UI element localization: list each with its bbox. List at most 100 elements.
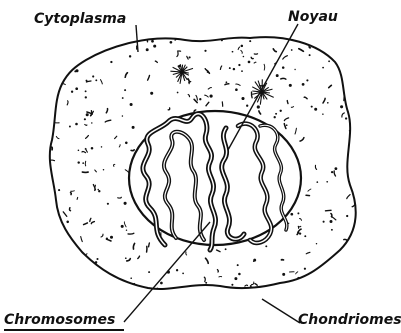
chondriome-granule — [339, 285, 341, 287]
chondriome-granule — [86, 148, 88, 152]
chondriome-granule — [334, 171, 335, 176]
chondriome-granule — [98, 190, 100, 192]
chondriome-granule — [315, 165, 316, 169]
chondriome-granule — [115, 136, 117, 138]
chondriome-granule — [236, 84, 240, 85]
chondriome-granule — [352, 34, 355, 37]
chondriome-granule — [124, 222, 126, 227]
chondriome-granule — [356, 277, 357, 282]
chondriome-granule — [314, 108, 317, 111]
chondriome-granule — [345, 117, 347, 119]
chondriome-granule — [238, 64, 240, 66]
chondriome-granule — [114, 164, 115, 166]
label-nucleus: Noyau — [288, 10, 338, 24]
chondriome-granule — [54, 228, 59, 230]
chondriome-granule — [170, 41, 173, 44]
chondriome-granule — [52, 231, 53, 234]
chondriome-granule — [101, 80, 103, 84]
chondriome-granule — [333, 34, 337, 36]
chondriome-granule — [344, 239, 348, 240]
chondriome-granule — [125, 142, 128, 145]
chondriome-granule — [289, 84, 292, 87]
chondriome-granule — [322, 113, 324, 115]
chondriome-granule — [347, 195, 350, 199]
chondriome-granule — [124, 89, 126, 91]
chondriome-granule — [153, 45, 156, 48]
chondriome-granule — [95, 272, 97, 274]
chondriome-granule — [306, 79, 308, 81]
chondriome-granule — [282, 273, 285, 276]
chondriome-granule — [86, 81, 91, 82]
chondriome-granule — [238, 273, 241, 276]
chondriome-granule — [311, 106, 313, 108]
chondriome-granule — [346, 215, 348, 217]
chondriome-granule — [210, 95, 213, 98]
chondriome-granule — [194, 110, 196, 112]
chondriome-granule — [251, 92, 252, 98]
chondriome-granule — [69, 67, 70, 69]
chondriome-granule — [86, 113, 89, 116]
chondriome-granule — [151, 40, 154, 43]
chondriome-granule — [349, 265, 351, 267]
chondriome-granule — [355, 121, 357, 126]
chondriome-granule — [220, 66, 221, 69]
chondriome-granule — [74, 263, 75, 266]
chondriome-granule — [187, 56, 188, 59]
chondriome-granule — [69, 126, 71, 128]
chondriome-granule — [110, 236, 113, 239]
chondriome-granule — [85, 90, 87, 92]
chondriome-granule — [58, 189, 60, 191]
chondriome-granule — [177, 52, 178, 56]
chondriome-granule — [241, 97, 244, 100]
chondriome-granule — [121, 225, 124, 228]
chondriome-granule — [75, 123, 78, 126]
chondriome-granule — [283, 56, 288, 59]
chondriome-granule — [334, 167, 337, 170]
chondriome-granule — [299, 232, 301, 234]
chondriome-granule — [75, 51, 77, 53]
chondriome-granule — [101, 146, 103, 148]
chondriome-granule — [101, 234, 103, 237]
chondriome-granule — [82, 151, 86, 152]
chondriome-granule — [195, 292, 199, 294]
chondriome-granule — [125, 257, 127, 259]
chondriome-granule — [204, 277, 205, 281]
chondriome-granule — [91, 147, 94, 150]
chondriome-granule — [246, 105, 248, 107]
chondriome-granule — [296, 272, 298, 274]
chondriome-granule — [352, 56, 356, 57]
chondriome-granule — [225, 248, 227, 250]
chondriome-granule — [83, 286, 85, 287]
chondriome-granule — [229, 67, 231, 69]
chondriome-granule — [160, 282, 163, 285]
label-chromosomes-underline — [4, 329, 124, 331]
leader-line-chromosomes — [124, 222, 210, 322]
chondriome-granule — [326, 181, 328, 183]
chondriome-granule — [253, 260, 255, 262]
chondriome-granule — [168, 108, 170, 110]
chondriome-granule — [273, 49, 276, 52]
chondriome-granule — [345, 82, 347, 84]
chondriome-granule — [221, 39, 223, 41]
chondriome-granule — [110, 61, 112, 63]
chondriome-granule — [330, 220, 333, 223]
chondriome-granule — [131, 150, 134, 151]
chondriome-granule — [84, 118, 86, 120]
chondriome-granule — [66, 221, 69, 224]
chondriome-granule — [194, 99, 197, 102]
chondriome-granule — [189, 82, 191, 84]
chondriome-granule — [58, 223, 60, 225]
chondriome-granule — [331, 216, 336, 220]
chondriome-granule — [323, 221, 325, 223]
chondriome-granule — [206, 102, 209, 106]
chondriome-granule — [79, 274, 82, 276]
chondriome-granule — [50, 231, 52, 234]
chondriome-granule — [75, 87, 78, 90]
chondriome-granule — [196, 95, 198, 100]
chondriome-granule — [307, 290, 310, 292]
chondriome-granule — [95, 170, 97, 172]
chondriome-granule — [182, 273, 184, 275]
chondriome-granule — [204, 50, 206, 52]
chondriome-granule — [256, 34, 259, 37]
chondriome-granule — [352, 38, 357, 39]
